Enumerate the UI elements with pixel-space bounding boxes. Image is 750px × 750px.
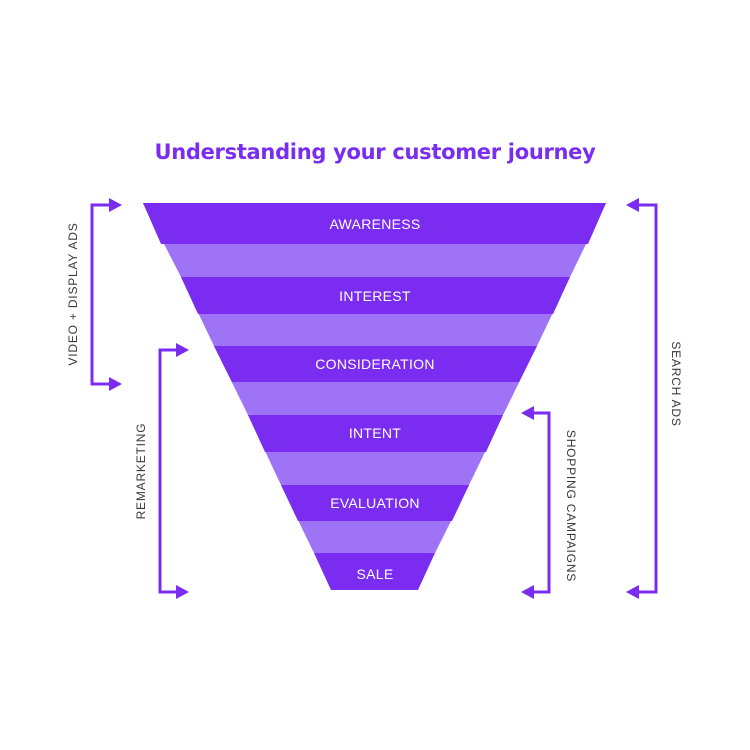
stage-consideration: [214, 346, 537, 382]
arrow-left-icon: [626, 198, 639, 212]
shopping-bracket: [532, 411, 551, 594]
stage-label-consideration: CONSIDERATION: [315, 356, 435, 372]
search-label: SEARCH ADS: [669, 341, 683, 426]
shopping-label: SHOPPING CAMPAIGNS: [564, 430, 578, 582]
remarketing-bracket: [158, 348, 178, 594]
stage-sale: [314, 553, 435, 590]
arrow-right-icon: [176, 585, 189, 599]
remarketing-label: REMARKETING: [134, 423, 148, 520]
diagram-title: Understanding your customer journey: [154, 140, 596, 164]
stage-interest: [181, 277, 570, 314]
funnel-stages: [143, 203, 606, 590]
video-display-label: VIDEO + DISPLAY ADS: [66, 222, 80, 365]
stage-label-interest: INTEREST: [339, 288, 411, 304]
search-bracket: [637, 203, 658, 594]
stage-awareness: [143, 203, 606, 244]
arrow-left-icon: [521, 406, 534, 420]
arrow-right-icon: [176, 343, 189, 357]
stage-label-intent: INTENT: [349, 425, 401, 441]
stage-evaluation: [281, 485, 469, 521]
arrow-left-icon: [626, 585, 639, 599]
arrow-left-icon: [521, 585, 534, 599]
stage-intent: [248, 415, 503, 452]
arrow-right-icon: [109, 198, 122, 212]
stage-label-sale: SALE: [357, 566, 394, 582]
stage-label-awareness: AWARENESS: [329, 216, 420, 232]
stage-label-evaluation: EVALUATION: [330, 495, 420, 511]
arrow-right-icon: [109, 377, 122, 391]
video-display-bracket: [90, 203, 112, 386]
